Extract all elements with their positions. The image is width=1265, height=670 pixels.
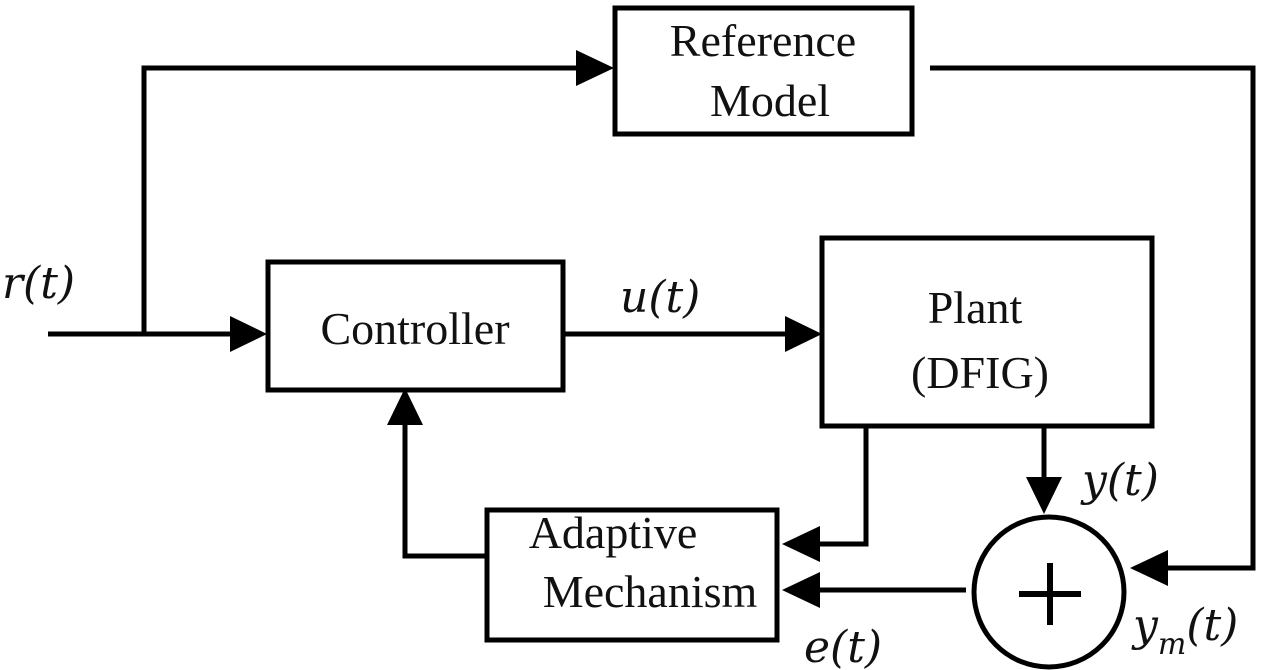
model-output-label: ym(t) (1131, 600, 1238, 662)
arrow-into-plant (785, 316, 822, 352)
plant-label-line1: Plant (928, 282, 1023, 333)
arrow-into-controller (230, 316, 267, 352)
arrow-into-summing-from-model (1130, 550, 1168, 586)
reference-model-block: Reference Model (612, 5, 915, 137)
summing-junction (971, 514, 1127, 670)
error-label: e(t) (804, 622, 882, 670)
adaptation-feedback-line (402, 424, 486, 559)
adaptive-mechanism-label-line1: Adaptive (529, 507, 698, 558)
plant-to-adaptive-line (820, 428, 869, 547)
plant-label-line2: (DFIG) (911, 347, 1049, 398)
model-output-line (930, 65, 1256, 571)
plant-output-label: y(t) (1080, 455, 1159, 506)
arrow-into-controller-feedback (387, 388, 423, 425)
adaptive-mechanism-label-line2: Mechanism (543, 566, 758, 617)
arrow-into-reference-model (576, 50, 614, 86)
adaptive-mechanism-block: Adaptive Mechanism (484, 507, 780, 643)
reference-model-label-line2: Model (710, 75, 830, 126)
controller-block: Controller (265, 259, 566, 393)
arrow-into-adaptive-from-error (782, 572, 820, 608)
arrow-into-summing-from-plant (1026, 477, 1062, 514)
control-signal-label: u(t) (620, 272, 700, 323)
controller-label: Controller (320, 303, 509, 354)
reference-branch-line (141, 65, 578, 334)
plant-block: Plant (DFIG) (819, 235, 1155, 429)
reference-model-label-line1: Reference (670, 15, 856, 66)
arrow-into-adaptive-from-plant (782, 526, 820, 562)
reference-input-label: r(t) (2, 258, 75, 309)
